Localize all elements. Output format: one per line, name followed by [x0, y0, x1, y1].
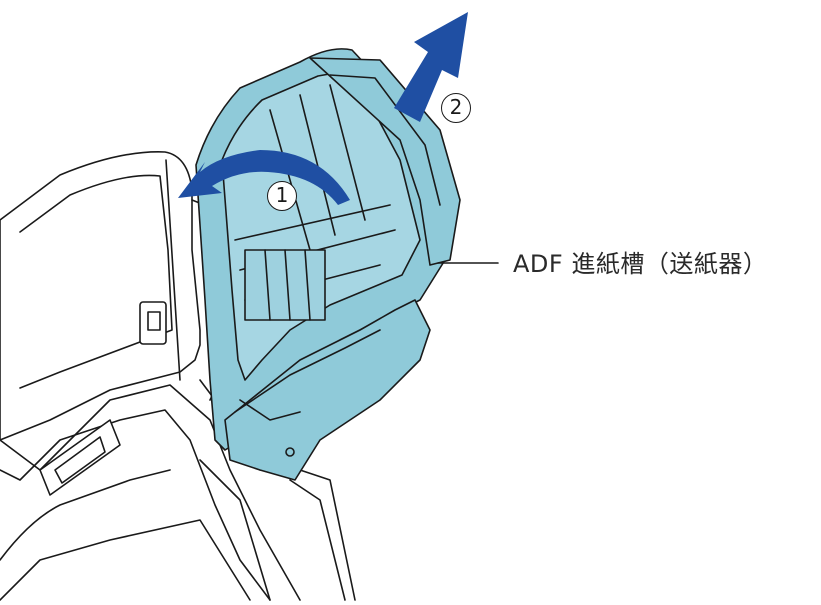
straight-up-arrow-icon: [394, 12, 468, 122]
adf-paper-chute-label: ADF 進紙槽（送紙器）: [513, 250, 768, 278]
curved-open-arrow-icon: [178, 150, 350, 205]
step-1-marker: 1: [267, 181, 297, 211]
step-2-marker: 2: [441, 93, 471, 123]
